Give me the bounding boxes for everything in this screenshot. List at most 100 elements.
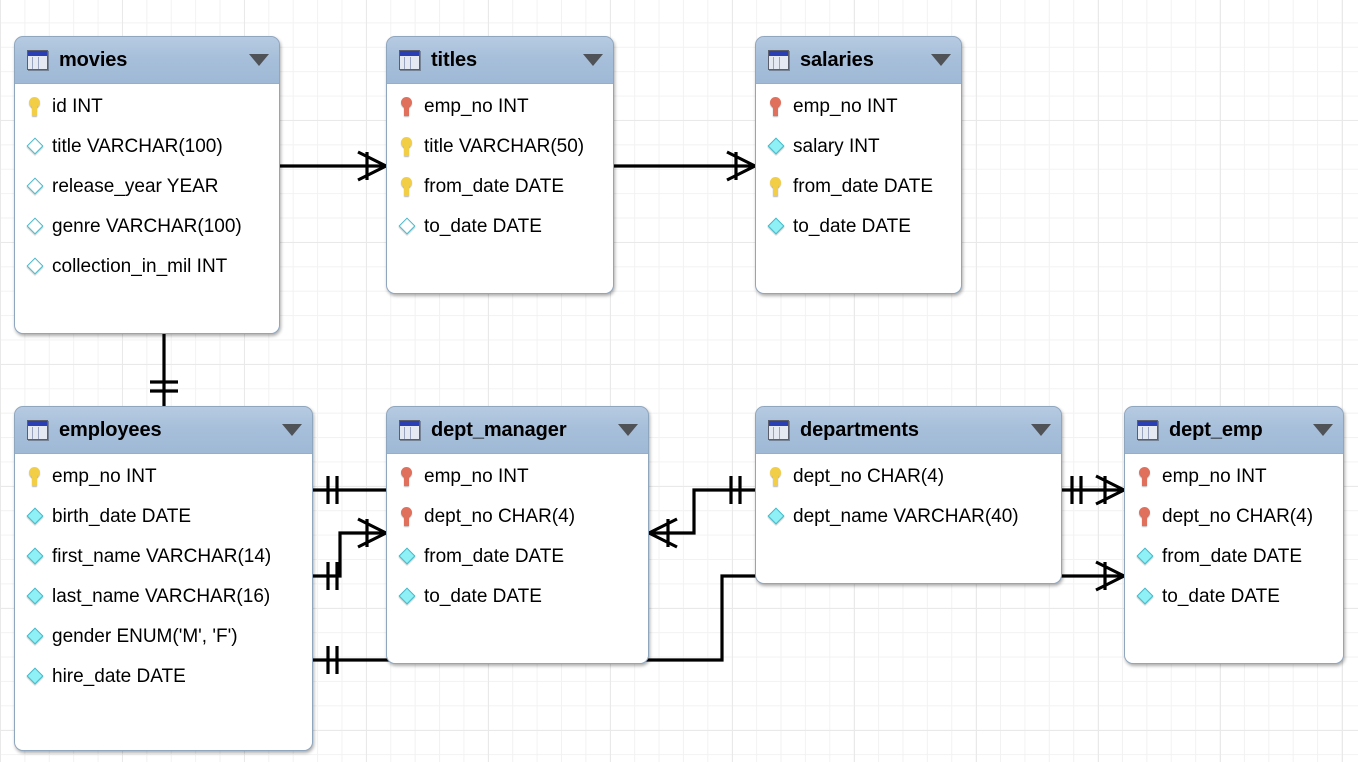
relation-employees-deptmanager-1 <box>313 476 386 504</box>
key-yellow-icon <box>767 176 785 196</box>
table-header-movies[interactable]: movies <box>15 37 279 83</box>
table-header-salaries[interactable]: salaries <box>756 37 961 83</box>
column-label: salary INT <box>793 135 880 157</box>
table-icon <box>27 420 48 440</box>
column-row[interactable]: title VARCHAR(100) <box>15 126 279 166</box>
table-box-titles[interactable]: titles emp_no INT title VARCHAR(50) from_da… <box>386 36 614 294</box>
table-title: movies <box>59 48 128 71</box>
key-red-icon <box>767 96 785 116</box>
column-row[interactable]: gender ENUM('M', 'F') <box>15 616 312 656</box>
relation-titles-salaries <box>614 150 756 182</box>
column-row[interactable]: from_date DATE <box>387 166 613 206</box>
column-row[interactable]: emp_no INT <box>1125 456 1343 496</box>
table-box-movies[interactable]: movies id INT title VARCHAR(100) release_ye… <box>14 36 280 334</box>
table-box-dept_manager[interactable]: dept_manager emp_no INT dept_no CHAR(4) fro… <box>386 406 649 664</box>
column-row[interactable]: release_year YEAR <box>15 166 279 206</box>
table-header-titles[interactable]: titles <box>387 37 613 83</box>
column-list-dept_manager: emp_no INT dept_no CHAR(4) from_date DATE t… <box>387 453 648 663</box>
column-label: emp_no INT <box>52 465 157 487</box>
column-row[interactable]: salary INT <box>756 126 961 166</box>
column-row[interactable]: birth_date DATE <box>15 496 312 536</box>
chevron-down-icon[interactable] <box>1313 424 1333 436</box>
table-box-salaries[interactable]: salaries emp_no INT salary INT from_date DA… <box>755 36 962 294</box>
column-row[interactable]: id INT <box>15 86 279 126</box>
column-row[interactable]: emp_no INT <box>387 86 613 126</box>
column-row[interactable]: genre VARCHAR(100) <box>15 206 279 246</box>
column-row[interactable]: emp_no INT <box>15 456 312 496</box>
diamond-hollow-icon <box>26 136 44 156</box>
column-label: from_date DATE <box>424 175 565 197</box>
column-label: title VARCHAR(50) <box>424 135 585 157</box>
column-label: hire_date DATE <box>52 665 186 687</box>
diamond-filled-icon <box>1136 586 1154 606</box>
column-row[interactable]: dept_no CHAR(4) <box>387 496 648 536</box>
column-label: title VARCHAR(100) <box>52 135 223 157</box>
table-icon <box>768 50 789 70</box>
table-header-dept_emp[interactable]: dept_emp <box>1125 407 1343 453</box>
diamond-filled-icon <box>1136 546 1154 566</box>
column-row[interactable]: emp_no INT <box>756 86 961 126</box>
diamond-filled-icon <box>398 586 416 606</box>
column-list-departments: dept_no CHAR(4) dept_name VARCHAR(40) <box>756 453 1061 583</box>
column-row[interactable]: hire_date DATE <box>15 656 312 696</box>
column-label: from_date DATE <box>1162 545 1303 567</box>
diamond-hollow-icon <box>26 256 44 276</box>
column-row[interactable]: from_date DATE <box>756 166 961 206</box>
column-label: from_date DATE <box>793 175 934 197</box>
chevron-down-icon[interactable] <box>618 424 638 436</box>
diamond-hollow-icon <box>26 216 44 236</box>
chevron-down-icon[interactable] <box>931 54 951 66</box>
column-label: from_date DATE <box>424 545 565 567</box>
column-row[interactable]: first_name VARCHAR(14) <box>15 536 312 576</box>
table-title: salaries <box>800 48 874 71</box>
diamond-filled-icon <box>398 546 416 566</box>
chevron-down-icon[interactable] <box>1031 424 1051 436</box>
column-row[interactable]: collection_in_mil INT <box>15 246 279 286</box>
key-yellow-icon <box>398 176 416 196</box>
table-title: dept_manager <box>431 418 567 441</box>
column-row[interactable]: from_date DATE <box>1125 536 1343 576</box>
key-yellow-icon <box>26 466 44 486</box>
diamond-filled-icon <box>767 506 785 526</box>
column-row[interactable]: dept_no CHAR(4) <box>1125 496 1343 536</box>
column-label: emp_no INT <box>424 465 529 487</box>
chevron-down-icon[interactable] <box>583 54 603 66</box>
column-row[interactable]: last_name VARCHAR(16) <box>15 576 312 616</box>
relation-movies-employees <box>150 334 178 406</box>
table-header-employees[interactable]: employees <box>15 407 312 453</box>
column-row[interactable]: title VARCHAR(50) <box>387 126 613 166</box>
column-row[interactable]: dept_name VARCHAR(40) <box>756 496 1061 536</box>
column-label: first_name VARCHAR(14) <box>52 545 272 567</box>
key-red-icon <box>1136 466 1154 486</box>
key-red-icon <box>1136 506 1154 526</box>
diamond-filled-icon <box>26 586 44 606</box>
column-row[interactable]: dept_no CHAR(4) <box>756 456 1061 496</box>
column-label: dept_name VARCHAR(40) <box>793 505 1019 527</box>
diamond-filled-icon <box>767 136 785 156</box>
column-list-titles: emp_no INT title VARCHAR(50) from_date DAT… <box>387 83 613 293</box>
relation-employees-deptmanager-2 <box>313 517 387 590</box>
table-header-departments[interactable]: departments <box>756 407 1061 453</box>
chevron-down-icon[interactable] <box>282 424 302 436</box>
column-row[interactable]: to_date DATE <box>387 206 613 246</box>
column-label: emp_no INT <box>424 95 529 117</box>
column-row[interactable]: from_date DATE <box>387 536 648 576</box>
column-row[interactable]: to_date DATE <box>387 576 648 616</box>
key-red-icon <box>398 466 416 486</box>
table-icon <box>399 50 420 70</box>
chevron-down-icon[interactable] <box>249 54 269 66</box>
diamond-hollow-icon <box>26 176 44 196</box>
relation-movies-titles <box>280 150 387 182</box>
relation-deptmanager-departments <box>648 476 755 549</box>
table-header-dept_manager[interactable]: dept_manager <box>387 407 648 453</box>
table-icon <box>1137 420 1158 440</box>
column-row[interactable]: emp_no INT <box>387 456 648 496</box>
column-row[interactable]: to_date DATE <box>1125 576 1343 616</box>
column-list-employees: emp_no INT birth_date DATE first_name VARC… <box>15 453 312 750</box>
column-label: collection_in_mil INT <box>52 255 228 277</box>
table-box-employees[interactable]: employees emp_no INT birth_date DATE first_… <box>14 406 313 751</box>
column-row[interactable]: to_date DATE <box>756 206 961 246</box>
